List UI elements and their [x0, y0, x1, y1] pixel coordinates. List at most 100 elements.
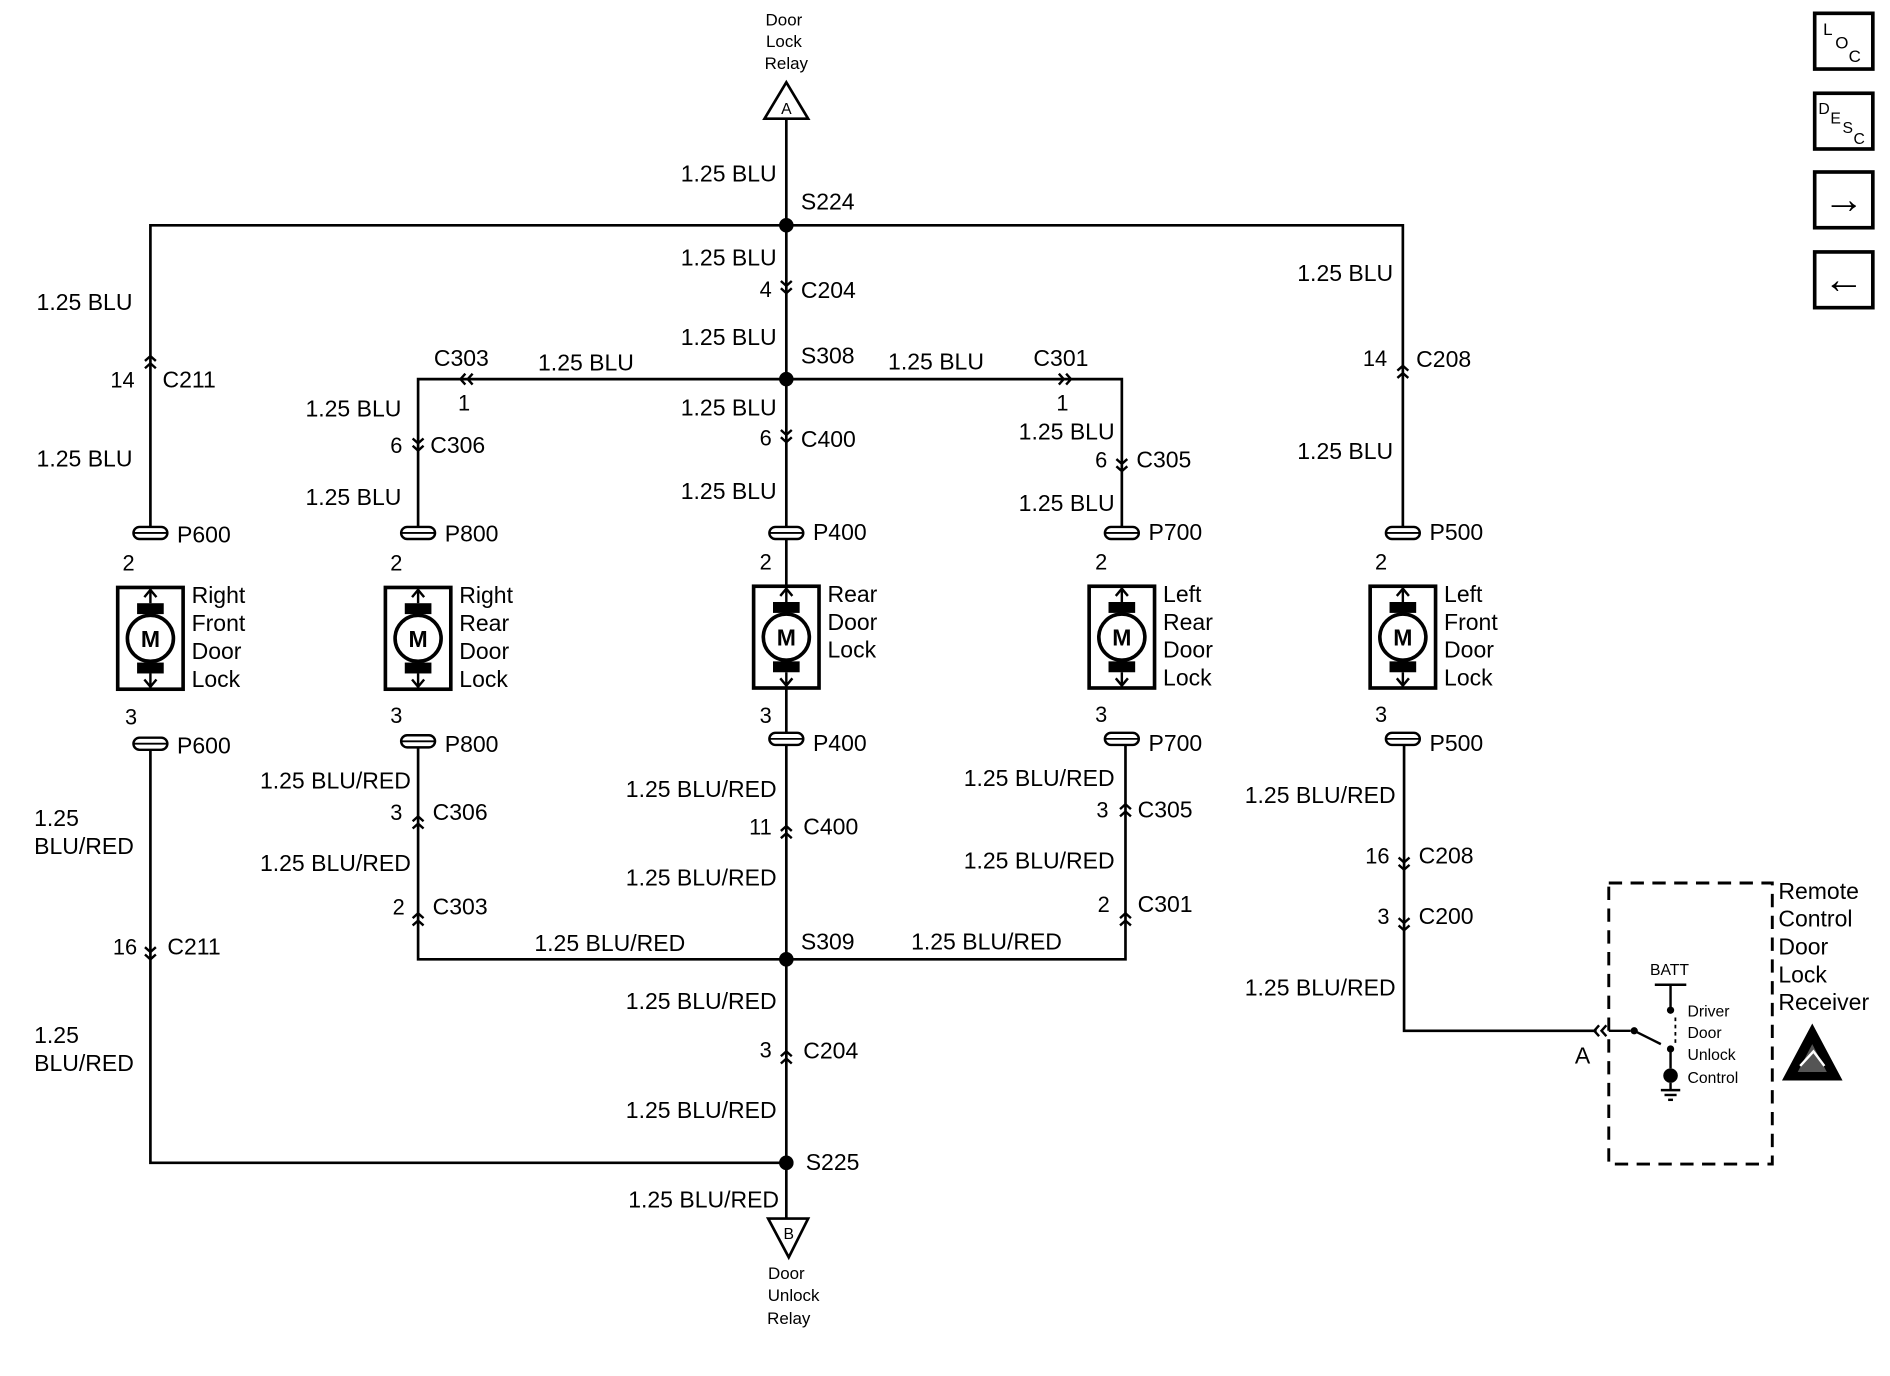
door-lock-label: Lock: [1444, 665, 1493, 691]
wires: [149, 118, 1597, 1219]
door-lock-label: Left: [1163, 581, 1202, 607]
wire-label: 1.25 BLU: [37, 289, 133, 315]
rear-door-lock-motor: M: [751, 584, 821, 690]
pin-number: 2: [1095, 549, 1107, 574]
pin-number: 2: [123, 551, 135, 576]
door-lock-label: Rear: [828, 581, 878, 607]
wire-label: 1.25 BLU/RED: [1245, 975, 1396, 1001]
svg-text:M: M: [777, 625, 796, 651]
wire-label: 1.25 BLU/RED: [260, 850, 411, 876]
next-page-button[interactable]: →: [1812, 170, 1875, 230]
pin-number: 14: [110, 368, 134, 393]
receiver-name: Lock: [1778, 961, 1827, 987]
motor-connector-label: P800: [445, 520, 499, 546]
splice-dot-s224: [779, 218, 794, 233]
door-lock-label: Right: [192, 582, 246, 608]
pin-number: 3: [390, 703, 402, 728]
splice-label: S308: [801, 342, 855, 368]
splice-dot-s309: [779, 952, 794, 967]
connector-label: C303: [434, 345, 489, 371]
wire-label: 1.25 BLU/RED: [626, 864, 777, 890]
splice-dot-s308: [779, 371, 794, 387]
switch-label: Door: [1688, 1025, 1722, 1042]
wire-label: 1.25 BLU: [681, 394, 777, 420]
left-rear-door-lock-motor: M: [1087, 584, 1157, 690]
wire-label: 1.25 BLU: [305, 396, 401, 422]
wire-label: 1.25 BLU: [37, 445, 133, 471]
relay-terminal-a: [762, 79, 811, 121]
pin-number: 2: [760, 549, 772, 574]
connector-label: C306: [430, 432, 485, 458]
svg-text:Lock: Lock: [766, 32, 802, 51]
wire-label: 1.25 BLU/RED: [626, 776, 777, 802]
pin-number: 11: [749, 815, 772, 840]
wire-label: 1.25: [34, 1022, 79, 1048]
wire-label: 1.25 BLU: [305, 484, 401, 510]
receiver-name: Remote: [1778, 878, 1859, 904]
connector-label: C208: [1416, 346, 1471, 372]
door-lock-label: Door: [1163, 637, 1213, 663]
pin-number: 6: [390, 433, 402, 458]
desc-button[interactable]: D E S C: [1812, 91, 1875, 151]
door-lock-label: Door: [1444, 637, 1494, 663]
pin-number: 2: [1375, 549, 1387, 574]
motor-connector-label: P400: [813, 730, 867, 756]
door-lock-label: Lock: [459, 666, 508, 692]
pin-number: 16: [1365, 844, 1389, 869]
connector-label: C400: [801, 426, 856, 452]
motor-connector-label: P700: [1148, 730, 1202, 756]
pin-number: 3: [760, 1037, 772, 1062]
pin-number: 16: [113, 934, 137, 959]
svg-text:Relay: Relay: [765, 54, 809, 73]
svg-text:B: B: [783, 1226, 793, 1243]
right-front-column: 1.25 BLU 14 C211 1.25 BLU P600 2 M Right…: [34, 289, 246, 1076]
connector-label: C211: [163, 367, 216, 393]
wire-label: 1.25 BLU/RED: [964, 847, 1115, 873]
door-lock-label: Door: [828, 609, 878, 635]
connector-label: C400: [803, 814, 858, 840]
pin-number: 14: [1363, 346, 1387, 371]
svg-text:Door: Door: [768, 1264, 805, 1283]
switch-label: Driver: [1688, 1003, 1730, 1020]
wire-label: 1.25 BLU/RED: [628, 1187, 779, 1213]
svg-text:Door: Door: [766, 10, 803, 29]
wire-label: 1.25 BLU: [681, 244, 777, 270]
pin-number: 3: [1096, 798, 1108, 823]
switch-label: Unlock: [1688, 1047, 1736, 1064]
right-rear-door-lock-motor: M: [383, 585, 453, 692]
wire-label: 1.25 BLU/RED: [1245, 782, 1396, 808]
pin-number: 2: [390, 551, 402, 576]
pin-number: 6: [1095, 448, 1107, 473]
loc-button[interactable]: L O C: [1812, 11, 1875, 71]
motor-connector-label: P600: [177, 522, 231, 548]
door-lock-label: Lock: [1163, 665, 1212, 691]
wire-label: 1.25 BLU: [1297, 438, 1393, 464]
svg-text:M: M: [409, 626, 428, 652]
pin-number: 2: [393, 895, 405, 920]
motor-connector-label: P400: [813, 519, 867, 545]
previous-page-button[interactable]: ←: [1812, 250, 1875, 310]
wire-label: 1.25: [34, 805, 79, 831]
door-lock-label: Right: [459, 582, 513, 608]
splice-label: S224: [801, 189, 855, 215]
motor-connector-label: P500: [1430, 730, 1484, 756]
door-unlock-relay: B Door Unlock Relay: [765, 1217, 820, 1328]
remote-control-door-lock-receiver: A BATT Driver Door Unlock Control Remote…: [1575, 878, 1869, 1166]
relay-terminal-b: [765, 1217, 811, 1261]
receiver-terminal-label: A: [1575, 1042, 1591, 1068]
motor-connector-label: P800: [445, 731, 499, 757]
pin-number: 3: [1377, 904, 1389, 929]
left-front-door-lock-motor: M: [1368, 584, 1438, 690]
wire-label: BLU/RED: [34, 1050, 134, 1076]
connector-label: C305: [1138, 797, 1193, 823]
connector-label: C211: [167, 933, 220, 959]
connector-label: C204: [801, 277, 856, 303]
wire-label: 1.25 BLU: [1019, 419, 1115, 445]
receiver-name: Door: [1778, 933, 1828, 959]
door-lock-label: Rear: [1163, 609, 1213, 635]
door-lock-label: Left: [1444, 581, 1483, 607]
wire-label: 1.25 BLU/RED: [260, 768, 411, 794]
wire-label: BLU/RED: [34, 833, 134, 859]
motor-connector-label: P500: [1430, 519, 1484, 545]
door-lock-label: Lock: [828, 637, 877, 663]
